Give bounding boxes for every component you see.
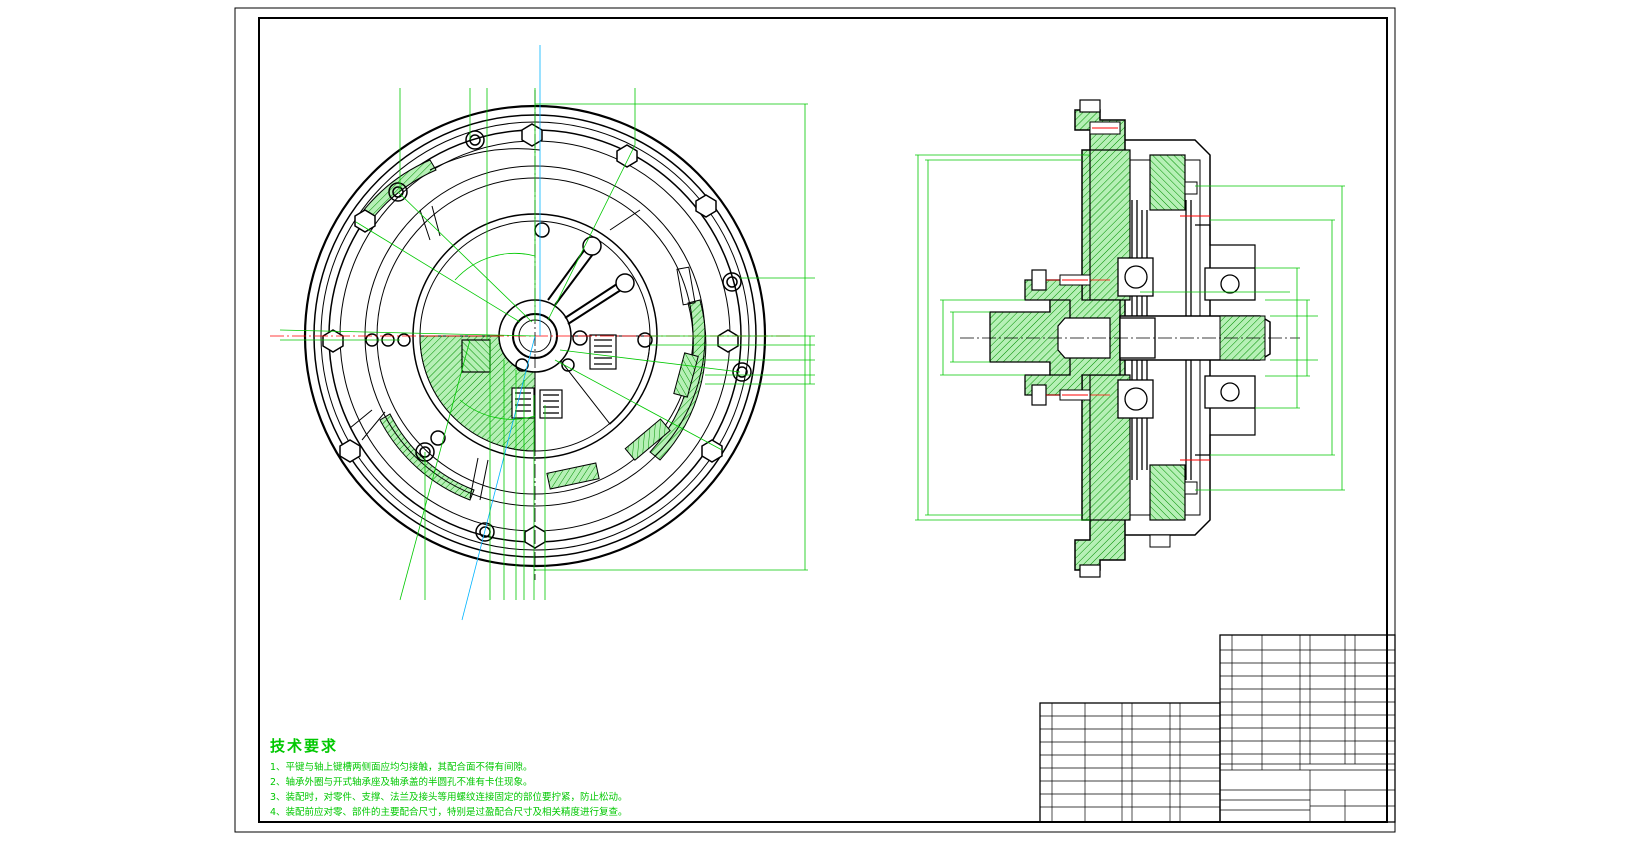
parts-list-right: [1219, 634, 1396, 823]
requirement-item-4: 4、装配前应对零、部件的主要配合尺寸，特别是过盈配合尺寸及相关精度进行复查。: [270, 807, 628, 818]
technical-requirements-title: 技术要求: [270, 737, 339, 755]
inner-frame: [258, 17, 1388, 823]
outer-frame: [234, 7, 1396, 833]
parts-list-left: [1039, 702, 1221, 823]
requirement-item-1: 1、平键与轴上键槽两侧面应均匀接触，其配合面不得有间隙。: [270, 762, 533, 773]
section-view: [960, 99, 1300, 578]
requirement-item-3: 3、装配时，对零件、支撑、法兰及接头等用螺纹连接固定的部位要拧紧，防止松动。: [270, 792, 628, 803]
technical-requirements: 技术要求 1、平键与轴上键槽两侧面应均匀接触，其配合面不得有间隙。 2、轴承外圈…: [270, 735, 628, 820]
section-view-dimensions: [915, 154, 1345, 521]
requirement-item-2: 2、轴承外圈与开式轴承座及轴承盖的半圆孔不准有卡住现象。: [270, 777, 533, 788]
front-view: [270, 45, 790, 621]
front-view-dimensions: [279, 88, 815, 601]
